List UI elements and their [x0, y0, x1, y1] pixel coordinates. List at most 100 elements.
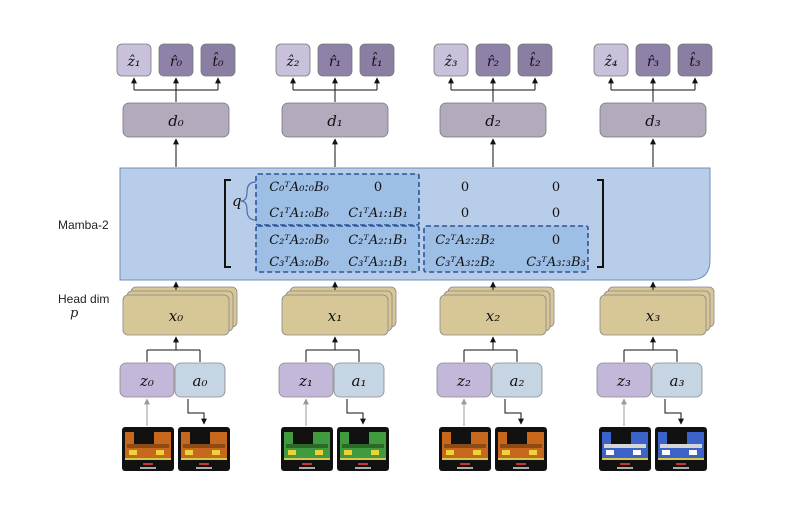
output-box-0 [275, 43, 311, 77]
decoder-label: d₃ [645, 112, 661, 130]
output-label-0: ẑ₄ [604, 53, 618, 70]
x-box [439, 294, 547, 336]
matrix-block-0 [255, 173, 420, 226]
transition-arrow [346, 399, 366, 425]
x-box [281, 294, 389, 336]
z-box [119, 362, 175, 398]
matrix-cell: 0 [552, 233, 560, 248]
decoder-label: d₂ [485, 112, 501, 130]
z-label: z₃ [616, 372, 631, 390]
output-box-2 [359, 43, 395, 77]
x-box [122, 294, 230, 336]
game-frame-1 [337, 427, 389, 471]
decoder-box [599, 102, 707, 138]
head-dim-label: Head dim [58, 292, 110, 306]
matrix-cell: C₂ᵀA₂:₀B₀ [269, 233, 329, 248]
z-box [596, 362, 652, 398]
q-label: q [232, 192, 242, 210]
output-label-1: r̂₁ [329, 54, 341, 70]
transition-arrow [504, 399, 524, 425]
x-label: x₁ [328, 307, 342, 325]
matrix-cell: 0 [552, 180, 560, 195]
column-3: ẑ₄ r̂₃ t̂₃ d₃ x₃ z₃ a₃ [593, 43, 715, 471]
output-box-0 [593, 43, 629, 77]
output-box-2 [517, 43, 553, 77]
output-label-0: ẑ₃ [444, 53, 458, 70]
output-label-2: t̂₃ [689, 51, 701, 70]
head-dim-p-label: p [70, 306, 79, 321]
matrix-cell: C₁ᵀA₁:₀B₀ [269, 206, 329, 221]
matrix-cell: 0 [461, 180, 469, 195]
game-frame-0 [599, 427, 651, 471]
z-label: z₂ [456, 372, 471, 390]
output-box-1 [158, 43, 194, 77]
output-box-2 [677, 43, 713, 77]
matrix-cell: 0 [374, 180, 382, 195]
z-box [436, 362, 492, 398]
columns: ẑ₁ r̂₀ t̂₀ d₀ x₀ z₀ a₀ ẑ₂ r̂₁ t̂₁ d₁ x₁ z₁ a₁ ẑ₃ r̂₂ t̂₂… [116, 43, 715, 471]
output-box-2 [200, 43, 236, 77]
a-box [651, 362, 703, 398]
output-box-1 [475, 43, 511, 77]
game-frame-0 [281, 427, 333, 471]
a-label: a₁ [352, 372, 367, 390]
output-label-0: ẑ₁ [127, 53, 141, 70]
output-box-1 [635, 43, 671, 77]
decoder-box [281, 102, 389, 138]
mamba2-label: Mamba-2 [58, 218, 109, 232]
matrix-cell: 0 [552, 206, 560, 221]
q-brace [240, 181, 257, 221]
game-frame-0 [439, 427, 491, 471]
matrix-right-bracket [597, 179, 604, 268]
matrix-cell: C₃ᵀA₃:₀B₀ [269, 255, 329, 270]
x-label: x₂ [486, 307, 500, 325]
column-1: ẑ₂ r̂₁ t̂₁ d₁ x₁ z₁ a₁ [275, 43, 397, 471]
game-frame-1 [495, 427, 547, 471]
decoder-label: d₀ [168, 112, 184, 130]
matrix-cell: C₂ᵀA₂:₁B₁ [348, 233, 408, 248]
matrix-cell: C₂ᵀA₂:₂B₂ [435, 233, 495, 248]
decoder-box [122, 102, 230, 138]
decoder-box [439, 102, 547, 138]
a-label: a₀ [193, 372, 208, 390]
matrix-left-bracket [224, 179, 231, 268]
output-label-1: r̂₂ [487, 54, 500, 70]
game-frame-1 [178, 427, 230, 471]
x-box [599, 294, 707, 336]
transition-arrow [187, 399, 207, 425]
output-label-0: ẑ₂ [286, 53, 300, 70]
matrix-cell: C₃ᵀA₃:₁B₁ [348, 255, 408, 270]
matrix-cell: C₀ᵀA₀:₀B₀ [269, 180, 329, 195]
output-label-2: t̂₀ [212, 51, 224, 70]
matrix-block-2 [423, 225, 589, 273]
a-label: a₃ [670, 372, 685, 390]
z-label: z₀ [139, 372, 154, 390]
output-label-1: r̂₃ [647, 54, 660, 70]
output-box-1 [317, 43, 353, 77]
a-box [333, 362, 385, 398]
transition-arrow [664, 399, 684, 425]
output-label-2: t̂₂ [529, 51, 541, 70]
a-label: a₂ [510, 372, 525, 390]
a-box [491, 362, 543, 398]
x-label: x₀ [169, 307, 183, 325]
column-0: ẑ₁ r̂₀ t̂₀ d₀ x₀ z₀ a₀ [116, 43, 238, 471]
game-frame-0 [122, 427, 174, 471]
column-2: ẑ₃ r̂₂ t̂₂ d₂ x₂ z₂ a₂ [433, 43, 555, 471]
decoder-label: d₁ [327, 112, 343, 130]
matrix-cell: 0 [461, 206, 469, 221]
matrix-cell: C₃ᵀA₃:₂B₂ [435, 255, 495, 270]
matrix-cell: C₁ᵀA₁:₁B₁ [348, 206, 408, 221]
output-box-0 [116, 43, 152, 77]
z-box [278, 362, 334, 398]
x-label: x₃ [646, 307, 660, 325]
output-label-1: r̂₀ [170, 54, 183, 70]
z-label: z₁ [298, 372, 313, 390]
matrix-block-1 [255, 225, 420, 273]
a-box [174, 362, 226, 398]
game-frame-1 [655, 427, 707, 471]
matrix-cell: C₃ᵀA₃:₃B₃ [526, 255, 586, 270]
output-label-2: t̂₁ [371, 51, 382, 70]
